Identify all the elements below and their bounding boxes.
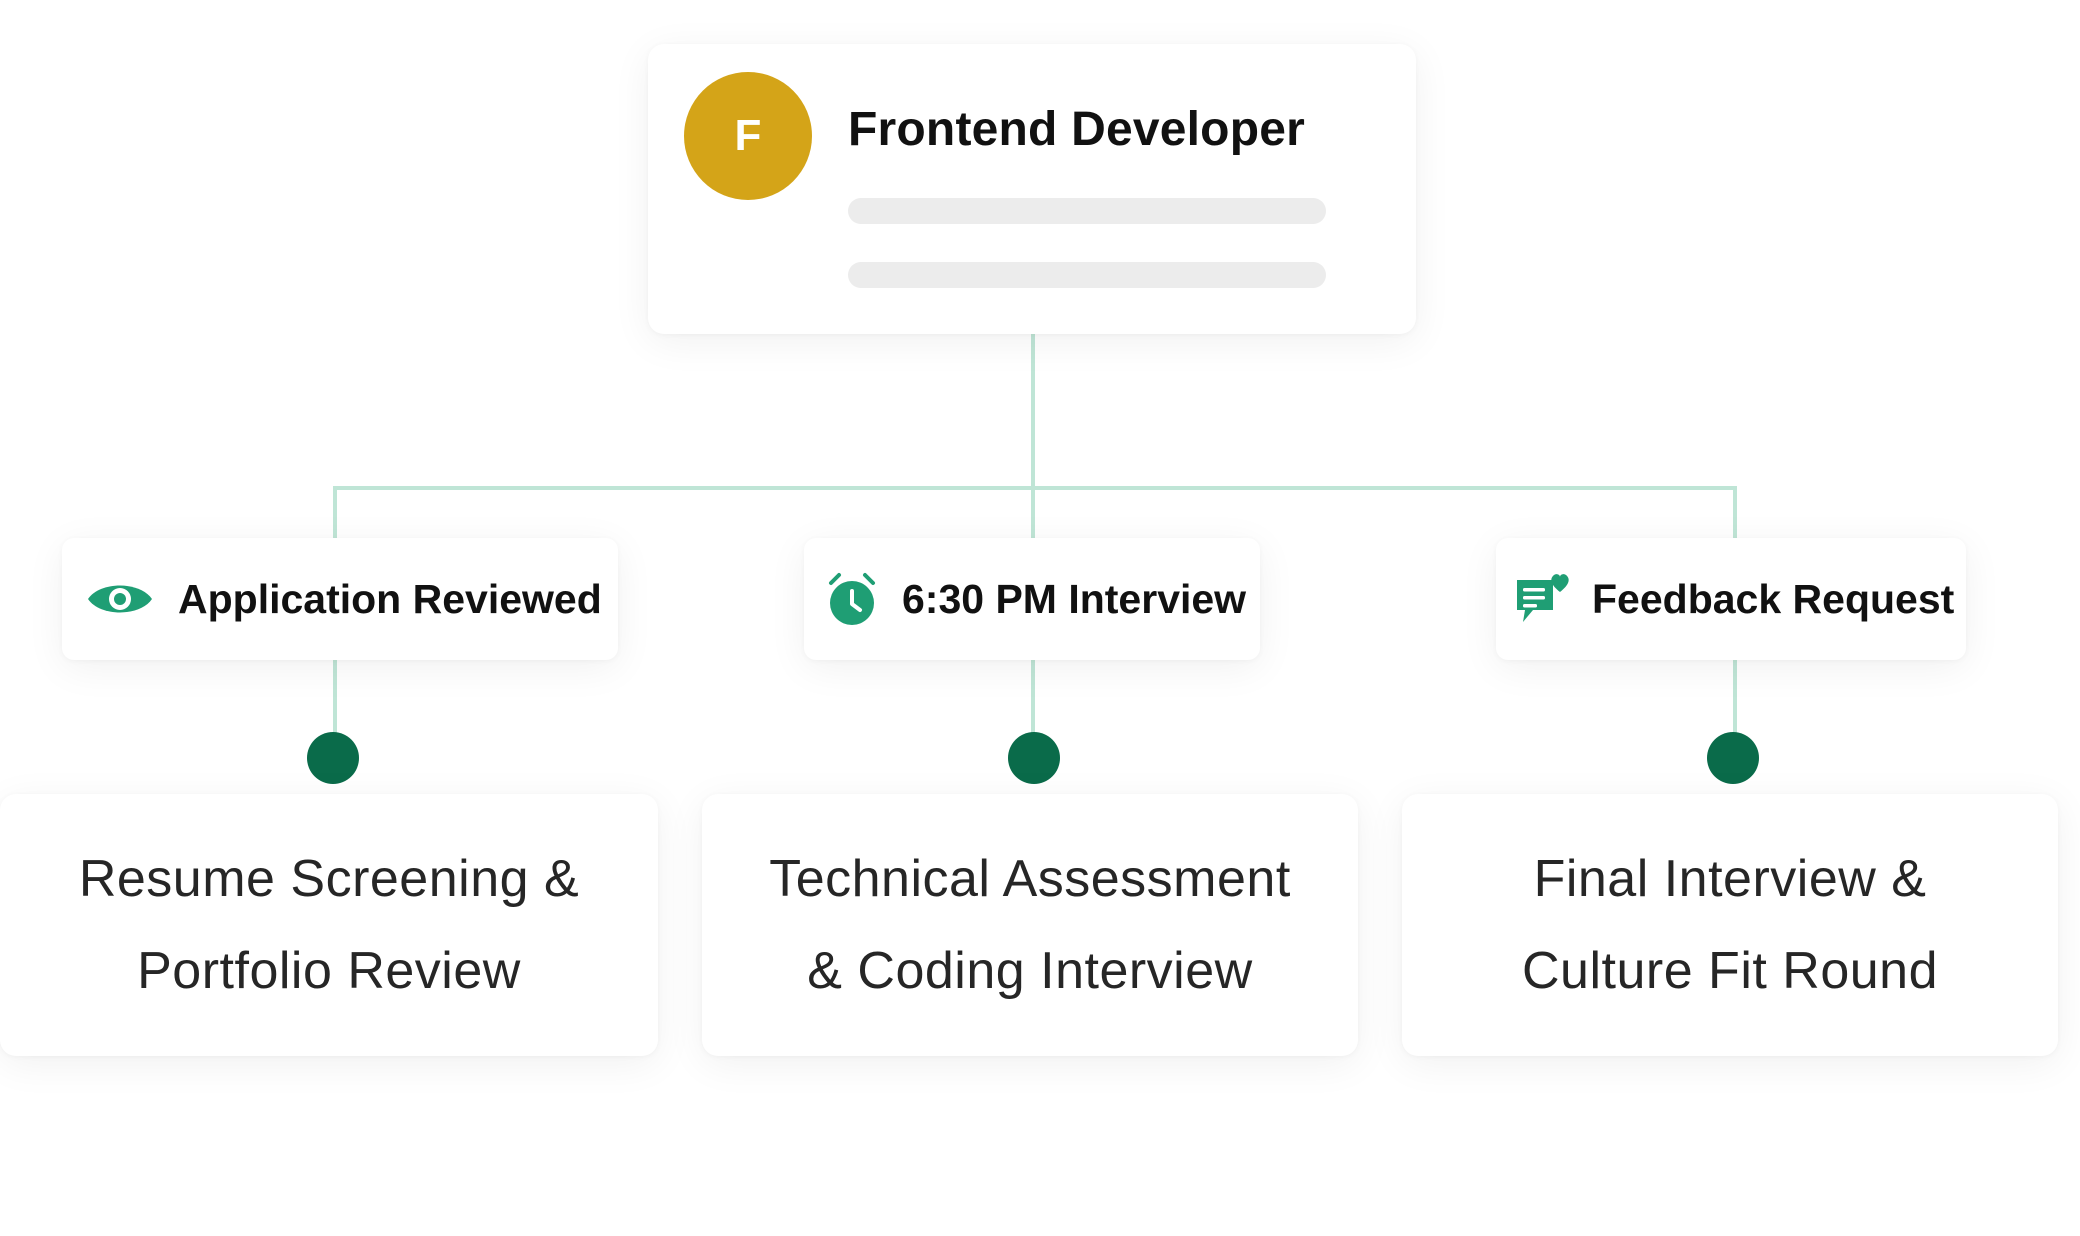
placeholder-line: [848, 262, 1326, 288]
connector-trunk: [1031, 334, 1035, 488]
status-feedback-request[interactable]: Feedback Request: [1496, 538, 1966, 660]
chat-heart-icon: [1512, 570, 1574, 628]
job-title: Frontend Developer: [848, 103, 1305, 156]
stage-dot: [307, 732, 359, 784]
status-label: Application Reviewed: [178, 575, 602, 622]
stage-title: Final Interview & Culture Fit Round: [1522, 833, 1938, 1017]
stage-title-line: Culture Fit Round: [1521, 942, 1939, 1000]
status-label: 6:30 PM Interview: [902, 575, 1247, 622]
avatar: F: [684, 72, 812, 200]
connector-horizontal: [333, 486, 1737, 490]
avatar-letter: F: [734, 111, 762, 160]
stage-dot: [1008, 732, 1060, 784]
stage-title-line: Technical Assessment: [769, 850, 1291, 908]
stage-card-final-interview[interactable]: Final Interview & Culture Fit Round: [1402, 794, 2058, 1056]
placeholder-line: [848, 198, 1326, 224]
status-application-reviewed[interactable]: Application Reviewed: [62, 538, 618, 660]
stage-title: Technical Assessment & Coding Interview: [769, 833, 1291, 1017]
stage-card-resume-screening[interactable]: Resume Screening & Portfolio Review: [0, 794, 658, 1056]
stage-title: Resume Screening & Portfolio Review: [79, 833, 579, 1017]
status-interview-time[interactable]: 6:30 PM Interview: [804, 538, 1260, 660]
job-card[interactable]: F Frontend Developer: [648, 44, 1416, 334]
stage-title-line: Final Interview &: [1533, 850, 1927, 908]
status-label: Feedback Request: [1592, 575, 1955, 622]
stage-title-line: & Coding Interview: [807, 942, 1253, 1000]
stage-title-line: Portfolio Review: [137, 942, 521, 1000]
stage-dot: [1707, 732, 1759, 784]
alarm-clock-icon: [824, 571, 880, 627]
eye-icon: [84, 577, 156, 621]
stage-card-technical-assessment[interactable]: Technical Assessment & Coding Interview: [702, 794, 1358, 1056]
stage-title-line: Resume Screening &: [78, 850, 580, 908]
